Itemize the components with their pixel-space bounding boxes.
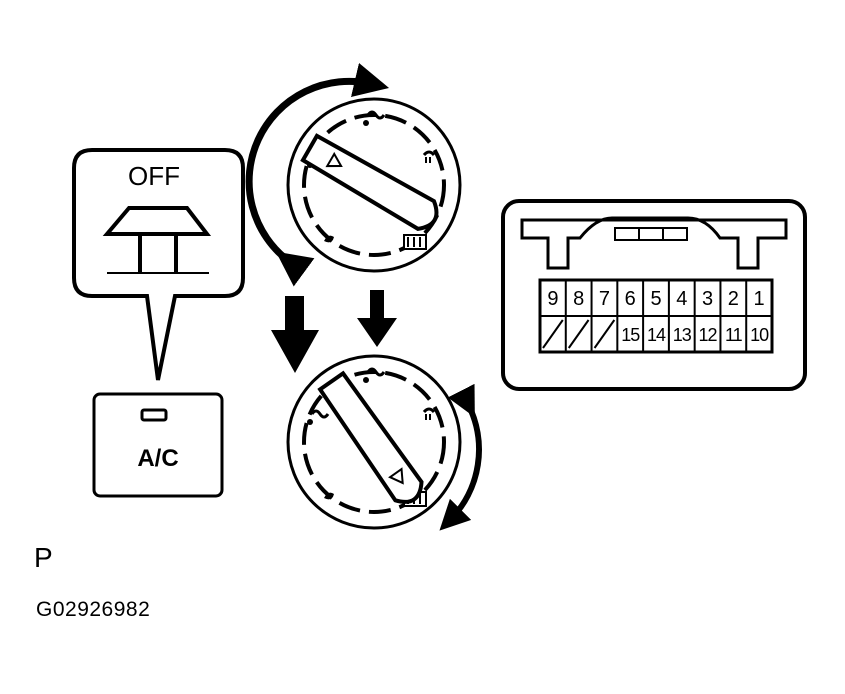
vent-feet-icon: [307, 409, 330, 425]
connector-pin-label: 2: [728, 288, 739, 310]
mode-knob-lower[interactable]: [286, 354, 462, 530]
connector-pin-label: 6: [625, 288, 636, 310]
figure-code: G02926982: [36, 598, 151, 621]
unused-pin-slash: [542, 319, 564, 349]
down-arrow-icon: [357, 290, 397, 347]
curved-rotation-arrow-icon: [245, 62, 390, 287]
indicator-lamp-icon: [140, 408, 168, 422]
connector-pin-label: 5: [650, 288, 661, 310]
connector-pin-label: 11: [725, 325, 743, 345]
connector-pin-label: 14: [647, 325, 666, 345]
connector-pin-label: 12: [699, 325, 718, 345]
button-profile-icon: [102, 206, 212, 274]
figure-letter: P: [34, 542, 53, 573]
connector-pin-label: 10: [750, 325, 769, 345]
ac-label: A/C: [137, 445, 178, 472]
connector-pin-label: 13: [673, 325, 692, 345]
defrost-icon: [422, 407, 436, 420]
connector-pin-label: 15: [621, 325, 640, 345]
connector-pin-label: 7: [599, 288, 610, 310]
foot-defrost-icon: [403, 234, 427, 250]
off-label: OFF: [128, 161, 180, 191]
connector-pin-label: 9: [547, 288, 558, 310]
down-arrow-icon: [271, 296, 319, 373]
unused-pin-slash: [593, 319, 616, 349]
curved-rotation-arrow-icon: [439, 383, 482, 531]
knob-pointer-lower: [317, 370, 424, 504]
connector-pin-label: 4: [676, 288, 687, 310]
connector-pin-label: 1: [754, 288, 765, 310]
mode-knob-upper[interactable]: [286, 97, 462, 273]
foot-icon: [324, 492, 334, 500]
connector-pin-label: 3: [702, 288, 713, 310]
connector-pin-label: 8: [573, 288, 584, 310]
ac-button[interactable]: A/C: [92, 392, 224, 498]
defrost-icon: [422, 150, 436, 163]
vent-face-icon: [363, 367, 386, 383]
off-callout: OFF: [72, 148, 245, 381]
unused-pin-slash: [567, 319, 590, 349]
